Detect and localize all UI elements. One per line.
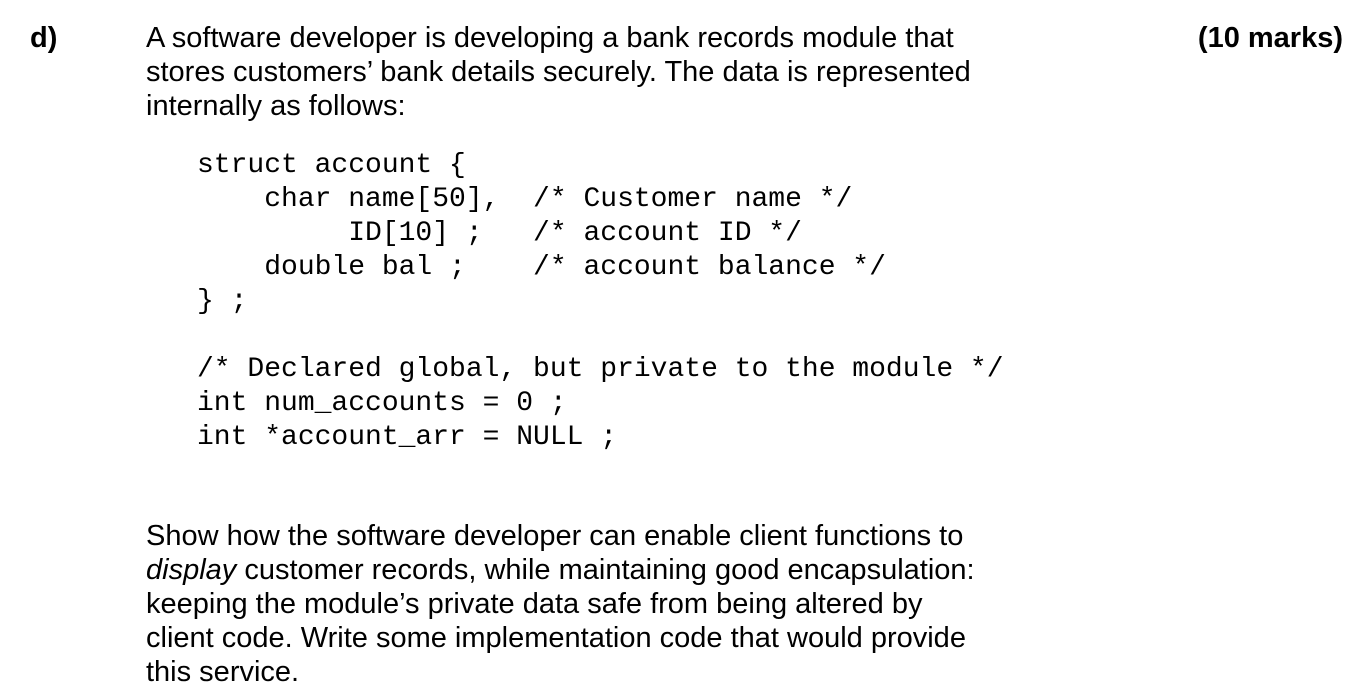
intro-line: stores customers’ bank details securely.…: [146, 56, 971, 88]
code-line: ID[10] ; /* account ID */: [197, 218, 802, 249]
code-blank-line: [197, 319, 1004, 353]
intro-line: A software developer is developing a ban…: [146, 22, 954, 54]
code-line: /* Declared global, but private to the m…: [197, 354, 1004, 385]
task-line: Show how the software developer can enab…: [146, 520, 964, 552]
task-line: client code. Write some implementation c…: [146, 622, 966, 654]
question-label: d): [30, 22, 58, 54]
code-listing: struct account { char name[50], /* Custo…: [197, 149, 1004, 455]
marks-label: (10 marks): [1197, 22, 1343, 54]
emphasis-display: display: [146, 554, 237, 586]
task-line: display customer records, while maintain…: [146, 553, 975, 587]
code-line: int num_accounts = 0 ;: [197, 388, 567, 419]
code-line: double bal ; /* account balance */: [197, 252, 886, 283]
task-line-rest: customer records, while maintaining good…: [236, 554, 975, 586]
task-paragraph: Show how the software developer can enab…: [146, 519, 975, 689]
task-line: this service.: [146, 656, 300, 688]
code-line: int *account_arr = NULL ;: [197, 422, 618, 453]
intro-paragraph: A software developer is developing a ban…: [146, 21, 971, 123]
code-line: struct account {: [197, 150, 466, 181]
intro-line: internally as follows:: [146, 90, 406, 122]
code-line: char name[50], /* Customer name */: [197, 184, 853, 215]
task-line: keeping the module’s private data safe f…: [146, 588, 923, 620]
code-line: } ;: [197, 286, 248, 317]
